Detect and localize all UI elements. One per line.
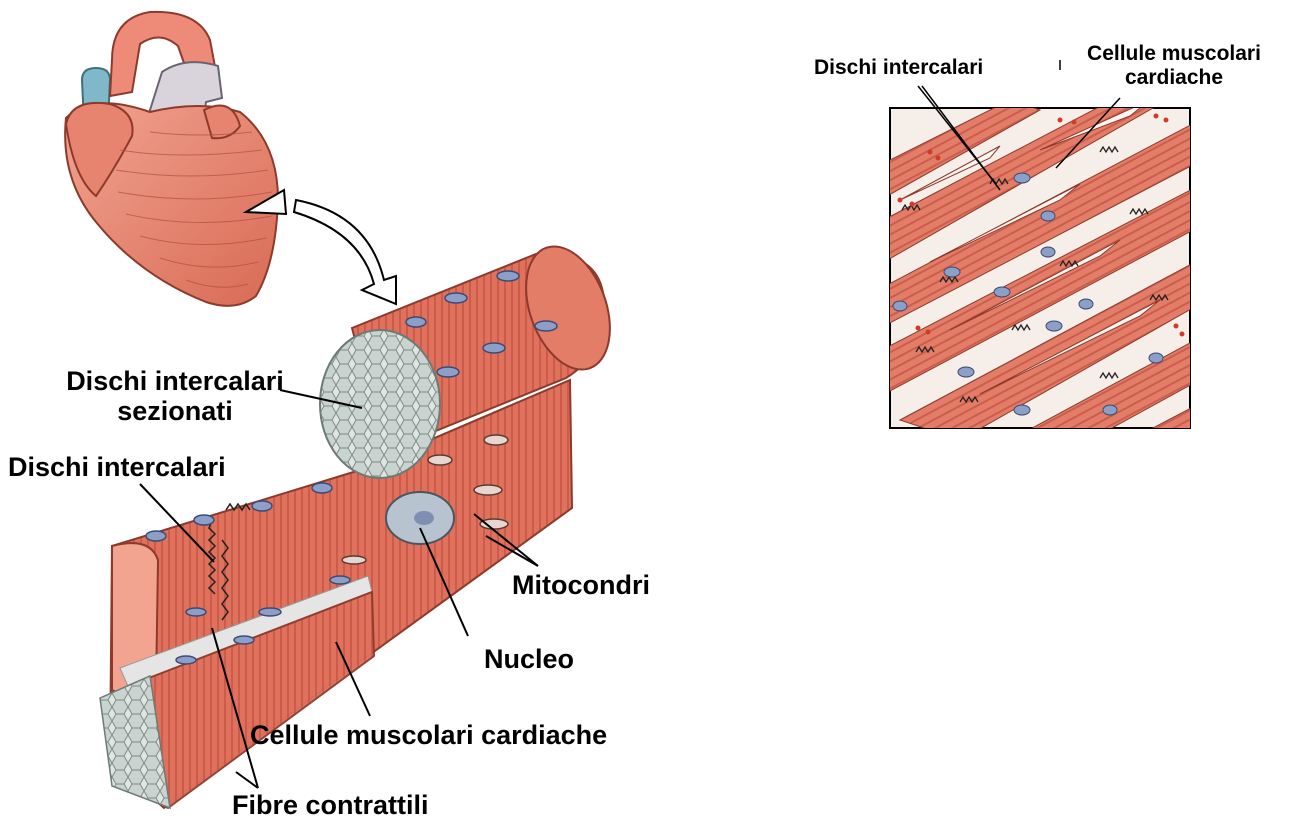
label-dischi-intercalari-left: Dischi intercalari [8, 452, 226, 482]
label-dischi-sezionati-line1: Dischi intercalari [40, 366, 310, 396]
curved-arrow-icon [294, 200, 396, 304]
label-mitocondri: Mitocondri [512, 570, 650, 600]
heart-illustration [65, 12, 286, 306]
label-cellule-right-line2: cardiache [1062, 66, 1286, 90]
label-cellule-right-line1: Cellule muscolari [1062, 42, 1286, 66]
cardiac-tissue-section-icon [870, 96, 1214, 440]
label-dischi-sezionati: Dischi intercalari sezionati [40, 366, 310, 426]
label-cellule-muscolari-left: Cellule muscolari cardiache [250, 720, 607, 750]
label-cellule-muscolari-right: Cellule muscolari cardiache [1062, 42, 1286, 90]
label-fibre-contrattili: Fibre contrattili [232, 790, 429, 820]
label-nucleo: Nucleo [484, 644, 574, 674]
label-dischi-sezionati-line2: sezionati [40, 396, 310, 426]
label-dischi-intercalari-right: Dischi intercalari [814, 56, 983, 80]
